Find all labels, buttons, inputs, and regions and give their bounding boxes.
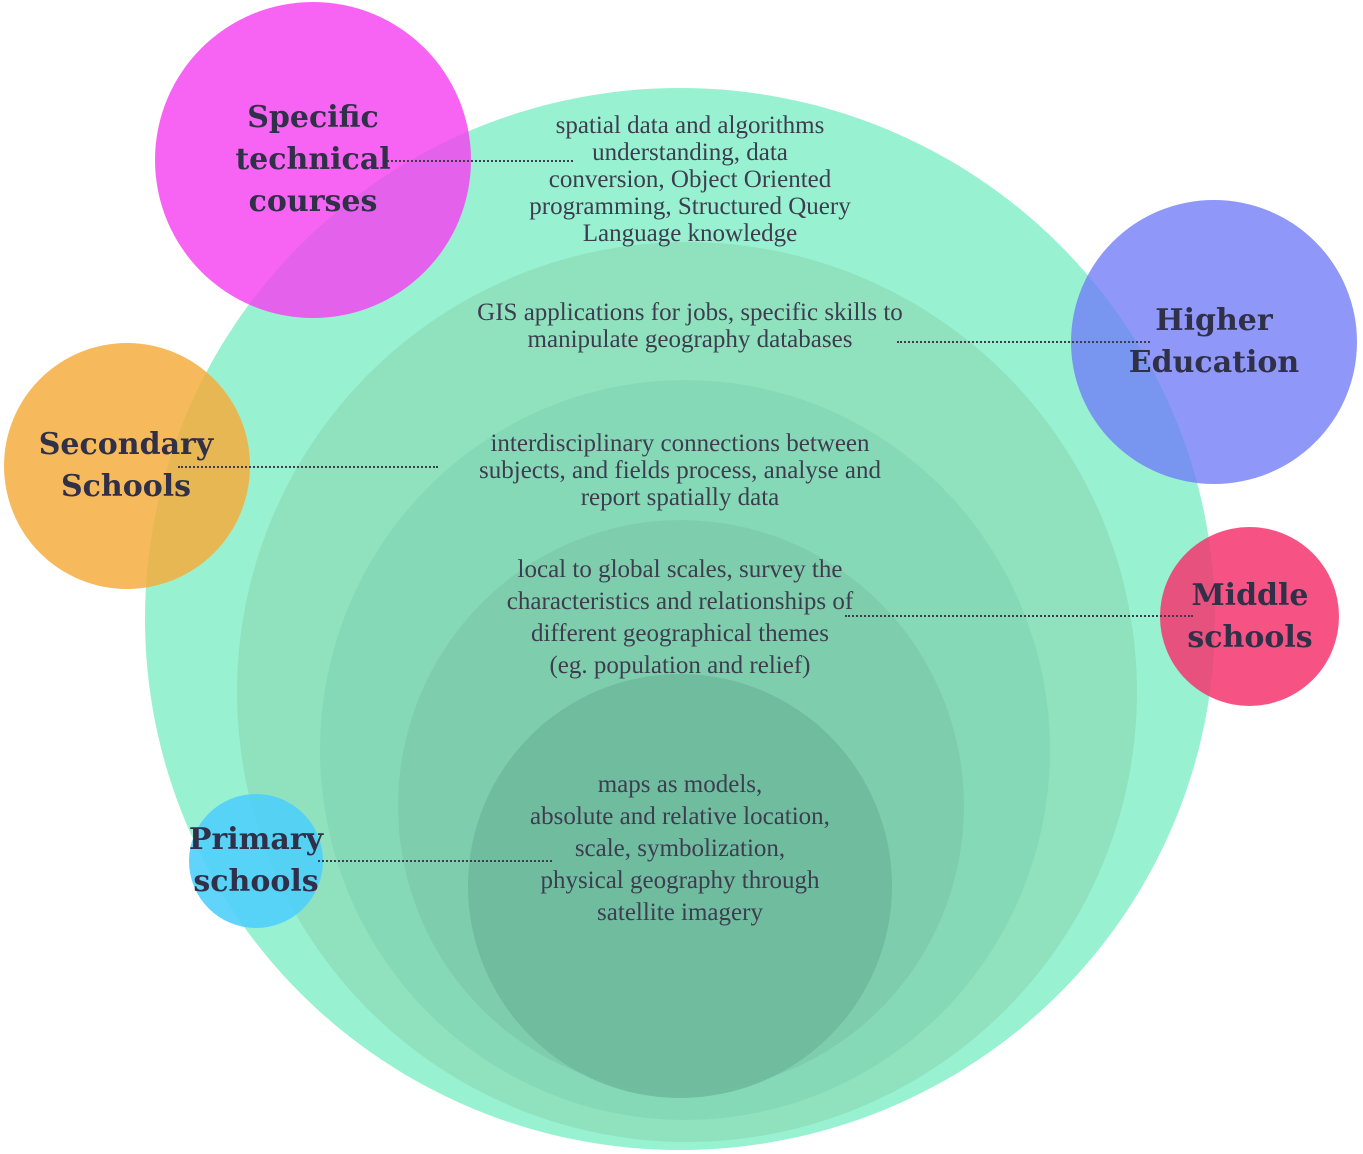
ring-5-line: maps as models,	[597, 771, 763, 798]
specific-technical-label: Specific technical courses	[183, 97, 443, 223]
specific-technical-line: courses	[248, 184, 378, 219]
secondary-schools-label: Secondary Schools	[16, 424, 236, 508]
connector-middle-schools	[845, 615, 1193, 617]
ring-5-line: absolute and relative location,	[530, 803, 830, 830]
ring-1-line: Language knowledge	[582, 220, 798, 247]
connector-primary-schools	[318, 860, 552, 862]
ring-2-line: manipulate geography databases	[527, 326, 853, 353]
specific-technical-line: Specific	[247, 100, 379, 135]
secondary-schools-line: Secondary	[38, 427, 214, 462]
ring-3-description: interdisciplinary connections between su…	[430, 430, 930, 511]
primary-schools-label: Primary schools	[166, 819, 346, 903]
ring-4-line: local to global scales, survey the	[517, 556, 843, 583]
ring-1-line: conversion, Object Oriented	[548, 166, 832, 193]
connector-specific-technical	[383, 160, 573, 162]
ring-2-line: GIS applications for jobs, specific skil…	[477, 299, 903, 326]
ring-1-description: spatial data and algorithms understandin…	[480, 112, 900, 247]
ring-4-line: (eg. population and relief)	[549, 652, 811, 679]
ring-3-line: report spatially data	[580, 484, 780, 511]
ring-1-line: spatial data and algorithms	[555, 112, 825, 139]
ring-3-line: subjects, and fields process, analyse an…	[479, 457, 881, 484]
ring-5-line: physical geography through	[540, 867, 820, 894]
secondary-schools-line: Schools	[60, 469, 192, 504]
ring-4-description: local to global scales, survey the chara…	[460, 554, 900, 682]
ring-5-line: satellite imagery	[597, 899, 763, 926]
higher-education-line: Higher	[1155, 303, 1273, 338]
specific-technical-line: technical	[235, 142, 391, 177]
ring-4-line: different geographical themes	[530, 620, 830, 647]
primary-schools-line: Primary	[188, 822, 324, 857]
ring-4-line: characteristics and relationships of	[506, 588, 854, 615]
ring-5-line: scale, symbolization,	[574, 835, 786, 862]
middle-schools-line: schools	[1187, 620, 1313, 655]
primary-schools-circle	[189, 794, 323, 928]
ring-2-description: GIS applications for jobs, specific skil…	[430, 299, 950, 353]
connector-higher-education	[897, 341, 1150, 343]
middle-schools-label: Middle schools	[1150, 575, 1350, 659]
higher-education-label: Higher Education	[1094, 300, 1334, 384]
ring-5-circle	[468, 674, 892, 1098]
ring-1-line: understanding, data	[592, 139, 788, 166]
ring-1-line: programming, Structured Query	[529, 193, 851, 220]
middle-schools-line: Middle	[1191, 578, 1309, 613]
higher-education-line: Education	[1128, 345, 1300, 380]
primary-schools-line: schools	[193, 864, 319, 899]
connector-secondary-schools	[178, 466, 438, 468]
ring-5-description: maps as models, absolute and relative lo…	[480, 769, 880, 929]
ring-3-line: interdisciplinary connections between	[490, 430, 870, 457]
